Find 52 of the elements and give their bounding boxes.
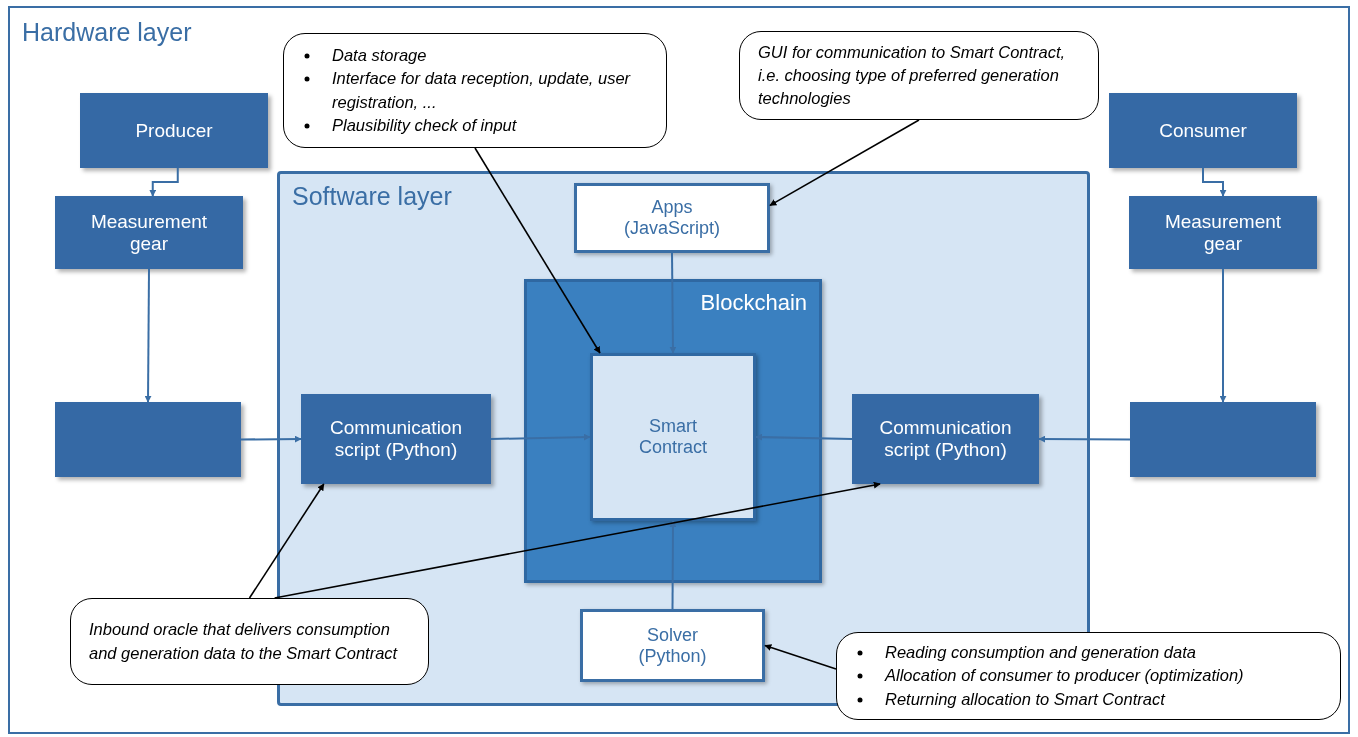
arrow (669, 520, 677, 610)
bullet-item: Plausibility check of input (332, 115, 517, 134)
leader-line (764, 644, 837, 670)
blockchain-panel (524, 279, 822, 583)
callout-bubble (283, 33, 667, 148)
arrow (490, 433, 591, 441)
process-box (301, 394, 491, 484)
callout-text: GUI for communication to Smart Contract, i.e. choosing type of preferred generation technologies (758, 41, 1067, 110)
box-label: Measurement gear (89, 210, 209, 255)
callout-text: Inbound oracle that delivers consumption and generation data to the Smart Contract (89, 619, 399, 664)
leader-line (474, 147, 601, 354)
leader-line (273, 481, 881, 599)
leader-line (769, 119, 920, 207)
arrow (1219, 268, 1227, 403)
process-box (590, 353, 756, 521)
arrow (755, 433, 853, 441)
layer-frame (8, 6, 1350, 734)
layer-title: Software layer (292, 182, 452, 211)
callout-bubble (739, 31, 1099, 120)
box-label: Solver (Python) (637, 624, 708, 667)
box-label: Consumer (1159, 119, 1247, 142)
layer-title: Hardware layer (22, 18, 192, 47)
process-box (1130, 402, 1316, 477)
leader-line (248, 483, 325, 599)
arrow (149, 167, 179, 197)
callout-bubble (836, 632, 1341, 720)
callout-bubble (70, 598, 429, 685)
bullet-item: Data storage (332, 46, 427, 65)
bullet-item: Allocation of consumer to producer (optimization) (885, 666, 1244, 685)
process-box (1109, 93, 1297, 168)
process-box (852, 394, 1039, 484)
arrow (1202, 167, 1227, 197)
box-label: Communication script (Python) (878, 417, 1013, 461)
bullet-item: Interface for data reception, update, user registration, ... (332, 69, 631, 111)
process-box (580, 609, 765, 682)
bullet-item: Returning allocation to Smart Contract (885, 689, 1165, 708)
process-box (55, 402, 241, 477)
bullet-item: Reading consumption and generation data (885, 643, 1196, 662)
box-label: Measurement gear (1163, 210, 1283, 255)
arrow (1038, 435, 1131, 443)
process-box (1129, 196, 1317, 269)
layer-title: Blockchain (700, 290, 807, 316)
process-box (80, 93, 268, 168)
process-box (55, 196, 243, 269)
arrow (240, 435, 302, 443)
box-label: Apps (JavaScript) (623, 197, 721, 239)
arrow (144, 268, 152, 403)
arrow (669, 252, 677, 354)
process-box (574, 183, 770, 253)
box-label: Smart Contract (638, 416, 708, 458)
box-label: Producer (135, 119, 213, 142)
box-label: Communication script (Python) (329, 417, 463, 461)
